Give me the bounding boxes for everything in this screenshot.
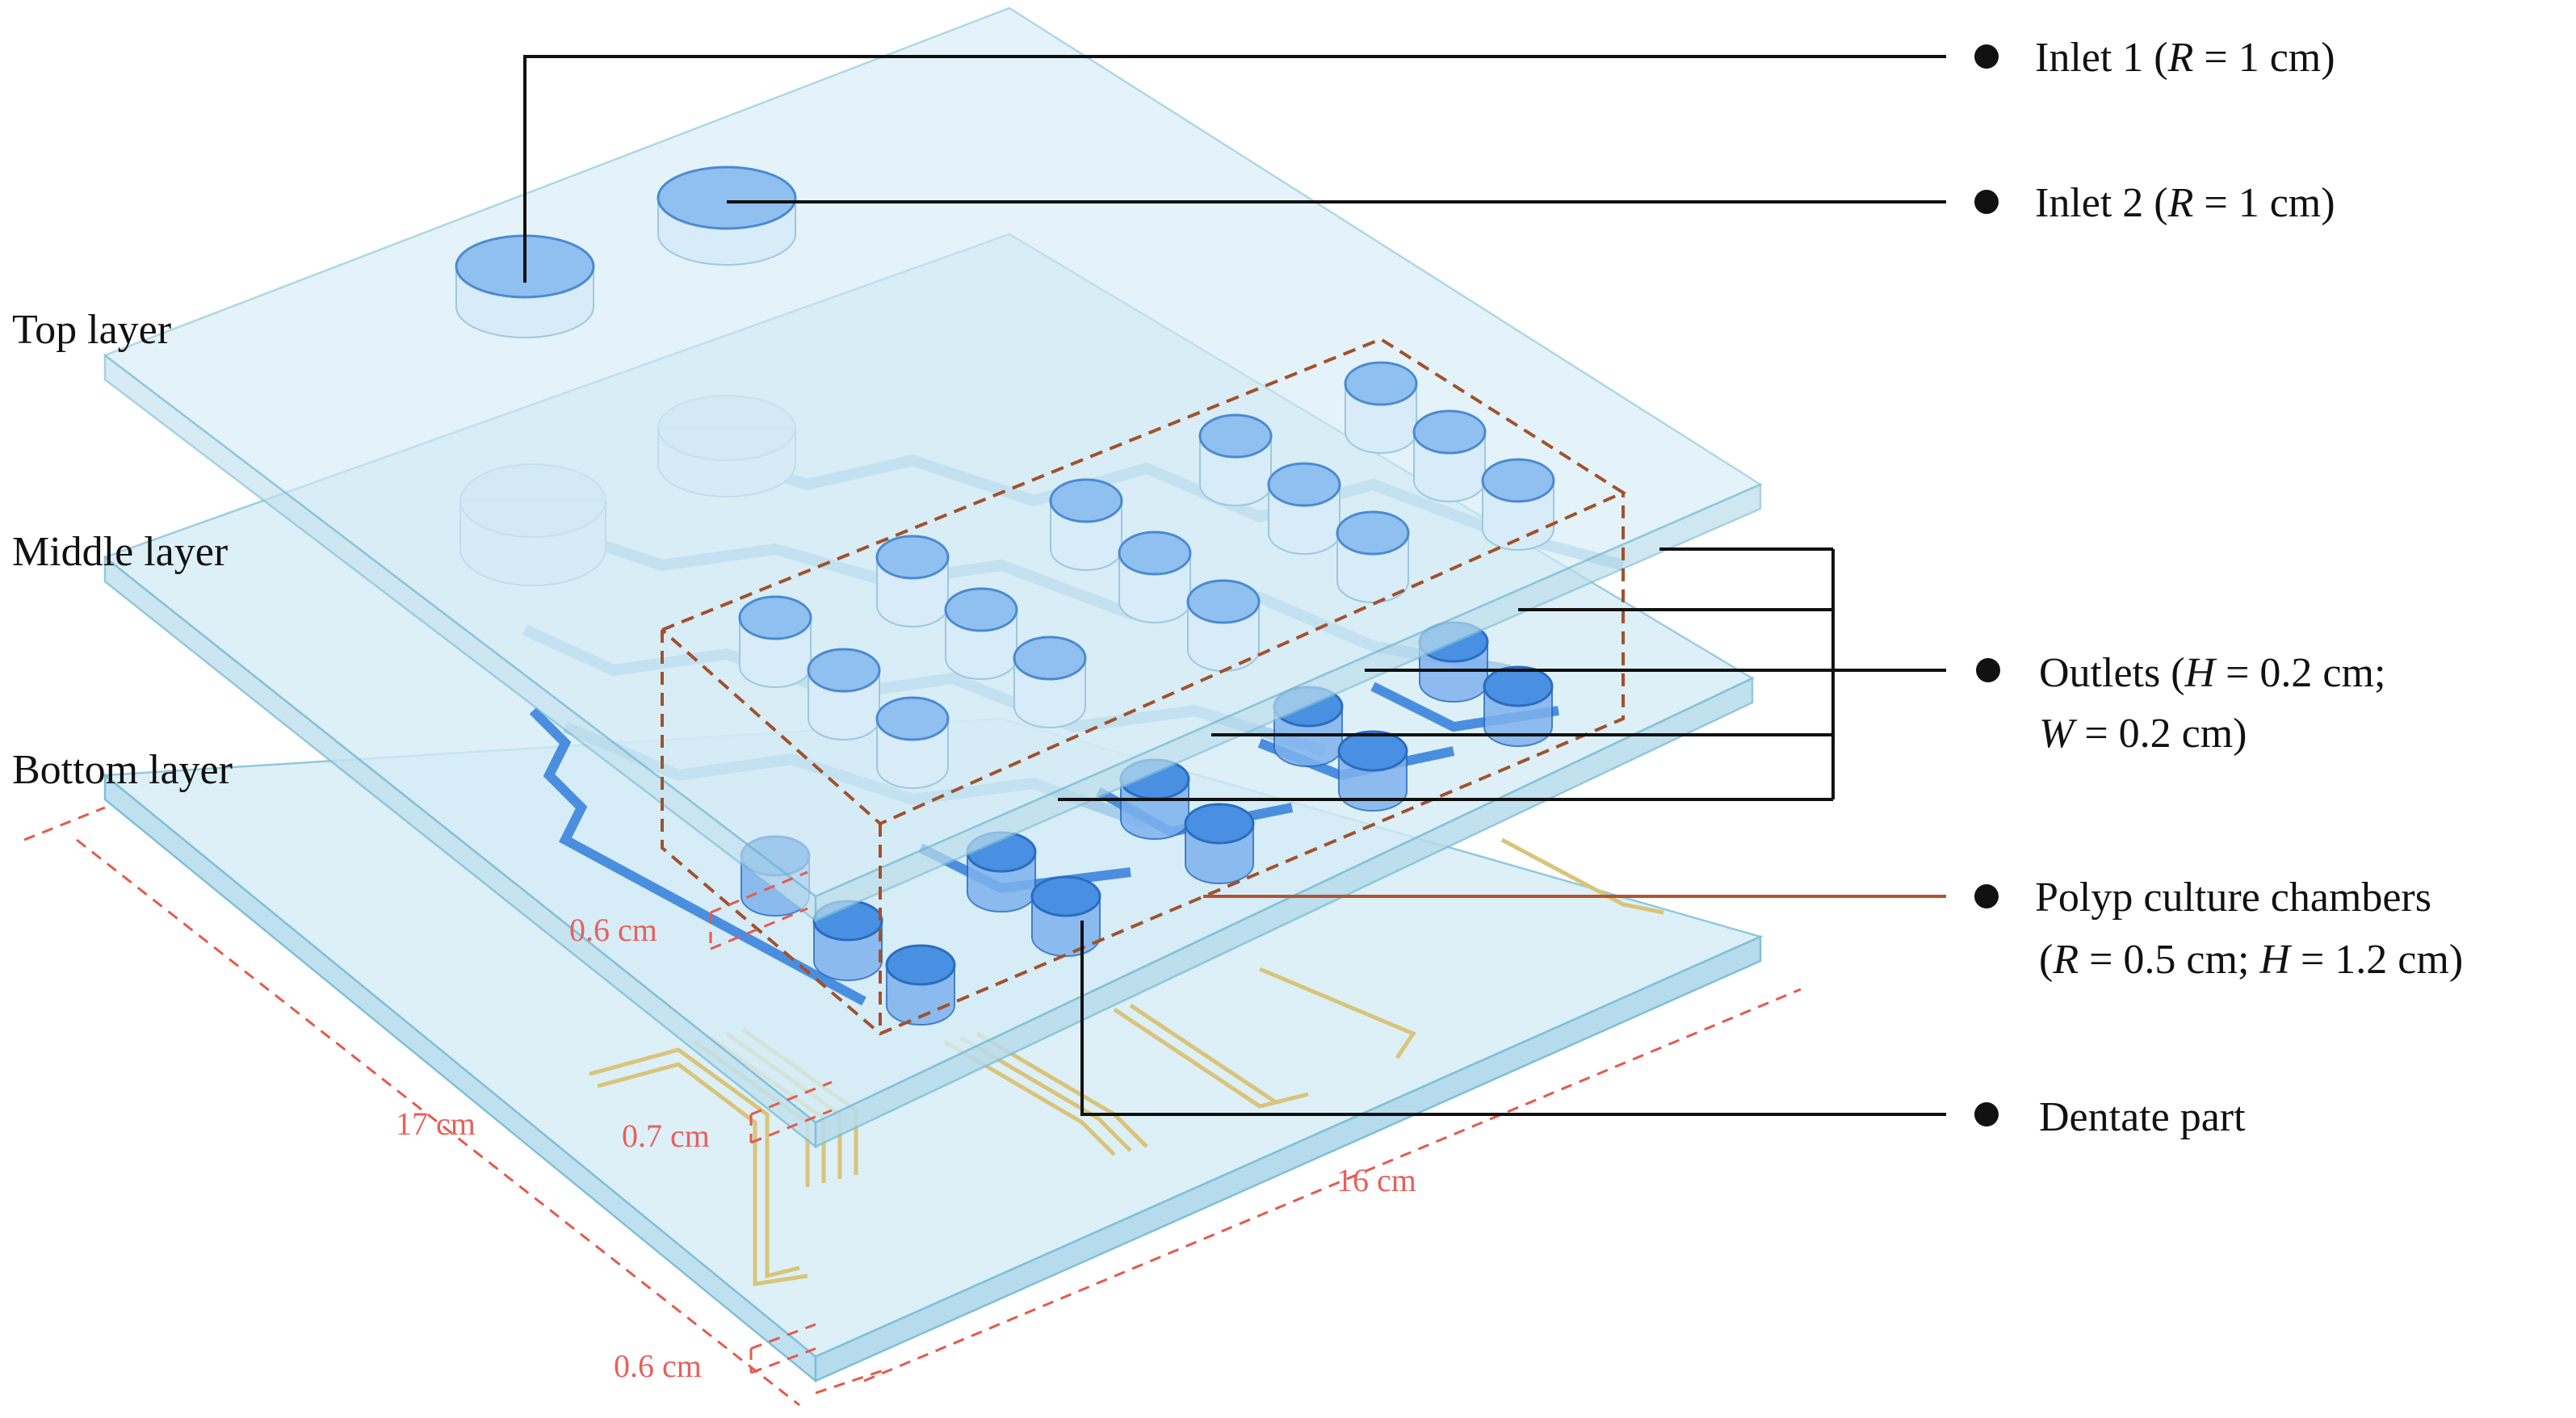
bottom-layer-label: Bottom layer [12, 747, 233, 793]
well [1412, 409, 1487, 502]
inlet-1-label: Inlet 1 (R = 1 cm) [2035, 35, 2335, 81]
middle-layer-label: Middle layer [12, 529, 228, 575]
well [738, 595, 812, 688]
leader-lines [523, 55, 1946, 1116]
top-layer-label: Top layer [12, 307, 171, 353]
top-wells [738, 361, 1555, 789]
chamber [1184, 803, 1255, 884]
chambers-label-line1: Polyp culture chambers [2035, 875, 2431, 921]
chamber [1483, 665, 1554, 747]
well [944, 587, 1018, 680]
callout-bullets [1974, 44, 2000, 1126]
outlets-label-line1: Outlets (H = 0.2 cm; [2039, 650, 2385, 696]
width-dimension-label: 16 cm [1336, 1162, 1416, 1198]
top-layer-plate [103, 6, 1763, 923]
well [1267, 462, 1341, 555]
dentate-part-label: Dentate part [2039, 1094, 2246, 1140]
chamber [1030, 875, 1101, 957]
inlet-1 [455, 234, 595, 338]
well [1049, 478, 1123, 571]
well [1481, 458, 1555, 551]
dimension-lines [23, 806, 1802, 1407]
inlet-2 [657, 166, 797, 266]
chambers-label-line2: (R = 0.5 cm; H = 1.2 cm) [2039, 937, 2463, 983]
well [875, 535, 950, 627]
well [1186, 579, 1261, 672]
well [1344, 361, 1418, 454]
chamber [1337, 730, 1408, 812]
highlight-box [661, 337, 1627, 1036]
well [1198, 413, 1273, 506]
well [875, 696, 950, 789]
well [1118, 531, 1192, 623]
chamber [885, 944, 956, 1026]
well [1013, 636, 1087, 728]
well [1336, 510, 1410, 603]
chamber-layer-dimension-label: 0.6 cm [569, 912, 657, 948]
length-dimension-label: 17 cm [396, 1105, 476, 1142]
outlets-label-line2: W = 0.2 cm) [2039, 711, 2247, 757]
inlet-2-label: Inlet 2 (R = 1 cm) [2035, 180, 2335, 226]
middle-gap-dimension-label: 0.7 cm [622, 1118, 710, 1154]
well [807, 648, 881, 740]
bottom-thickness-dimension-label: 0.6 cm [614, 1348, 702, 1384]
